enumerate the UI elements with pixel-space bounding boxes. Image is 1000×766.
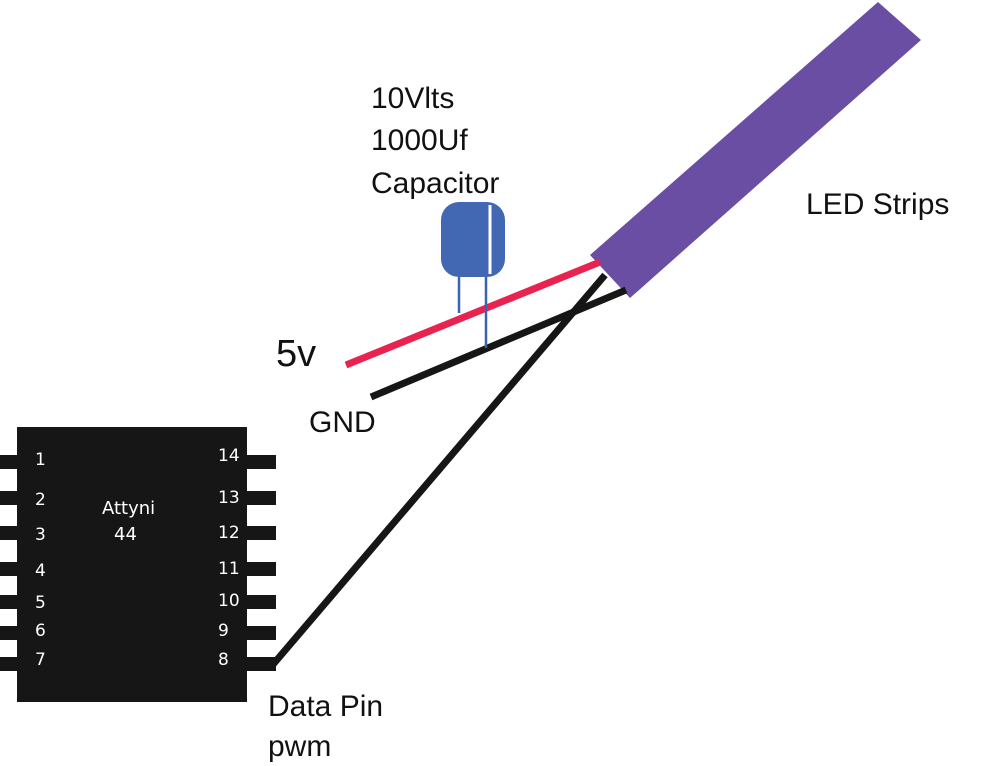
pin-label-10: 10 bbox=[218, 591, 240, 611]
chip-pin-right-11 bbox=[244, 562, 276, 576]
ground-label: GND bbox=[309, 406, 376, 439]
microcontroller-chip: 1 2 3 4 5 6 7 14 13 12 11 10 9 8 Attyni … bbox=[0, 427, 276, 702]
pin-label-13: 13 bbox=[218, 488, 240, 508]
pwm-label: pwm bbox=[268, 730, 331, 763]
power-label: 5v bbox=[276, 333, 316, 375]
chip-pin-left-1 bbox=[0, 455, 22, 469]
chip-pin-left-4 bbox=[0, 562, 22, 576]
chip-pin-right-9 bbox=[244, 626, 276, 640]
pin-label-12: 12 bbox=[218, 523, 240, 543]
chip-pin-left-7 bbox=[0, 657, 22, 671]
pin-label-11: 11 bbox=[218, 559, 240, 579]
capacitor-label-voltage: 10Vlts bbox=[371, 82, 454, 115]
capacitor bbox=[441, 202, 505, 348]
pin-label-5: 5 bbox=[35, 593, 46, 613]
chip-pin-right-13 bbox=[244, 491, 276, 505]
pin-label-1: 1 bbox=[35, 450, 46, 470]
pin-label-14: 14 bbox=[218, 446, 240, 466]
chip-pin-right-10 bbox=[244, 595, 276, 609]
pin-label-6: 6 bbox=[35, 621, 46, 641]
pin-label-7: 7 bbox=[35, 650, 46, 670]
capacitor-label-type: Capacitor bbox=[371, 167, 499, 200]
data-pin-label: Data Pin bbox=[268, 690, 383, 723]
led-strip bbox=[590, 2, 921, 298]
chip-pin-right-12 bbox=[244, 526, 276, 540]
chip-pin-right-14 bbox=[244, 455, 276, 469]
capacitor-label-capacitance: 1000Uf bbox=[371, 124, 468, 157]
chip-pin-left-6 bbox=[0, 626, 22, 640]
ground-wire bbox=[369, 286, 628, 401]
capacitor-body bbox=[441, 202, 505, 277]
pin-label-9: 9 bbox=[218, 621, 229, 641]
led-strips-label: LED Strips bbox=[806, 188, 949, 221]
chip-name-line2: 44 bbox=[114, 524, 137, 545]
pin-label-3: 3 bbox=[35, 525, 46, 545]
chip-name-line1: Attyni bbox=[102, 498, 155, 519]
pin-label-4: 4 bbox=[35, 561, 46, 581]
chip-body bbox=[17, 427, 247, 702]
pin-label-8: 8 bbox=[218, 650, 229, 670]
chip-pin-left-2 bbox=[0, 491, 22, 505]
data-wire bbox=[267, 272, 608, 671]
chip-pin-right-8 bbox=[244, 657, 276, 671]
power-wire bbox=[344, 258, 602, 369]
chip-pin-left-3 bbox=[0, 526, 22, 540]
pin-label-2: 2 bbox=[35, 490, 46, 510]
chip-pin-left-5 bbox=[0, 595, 22, 609]
